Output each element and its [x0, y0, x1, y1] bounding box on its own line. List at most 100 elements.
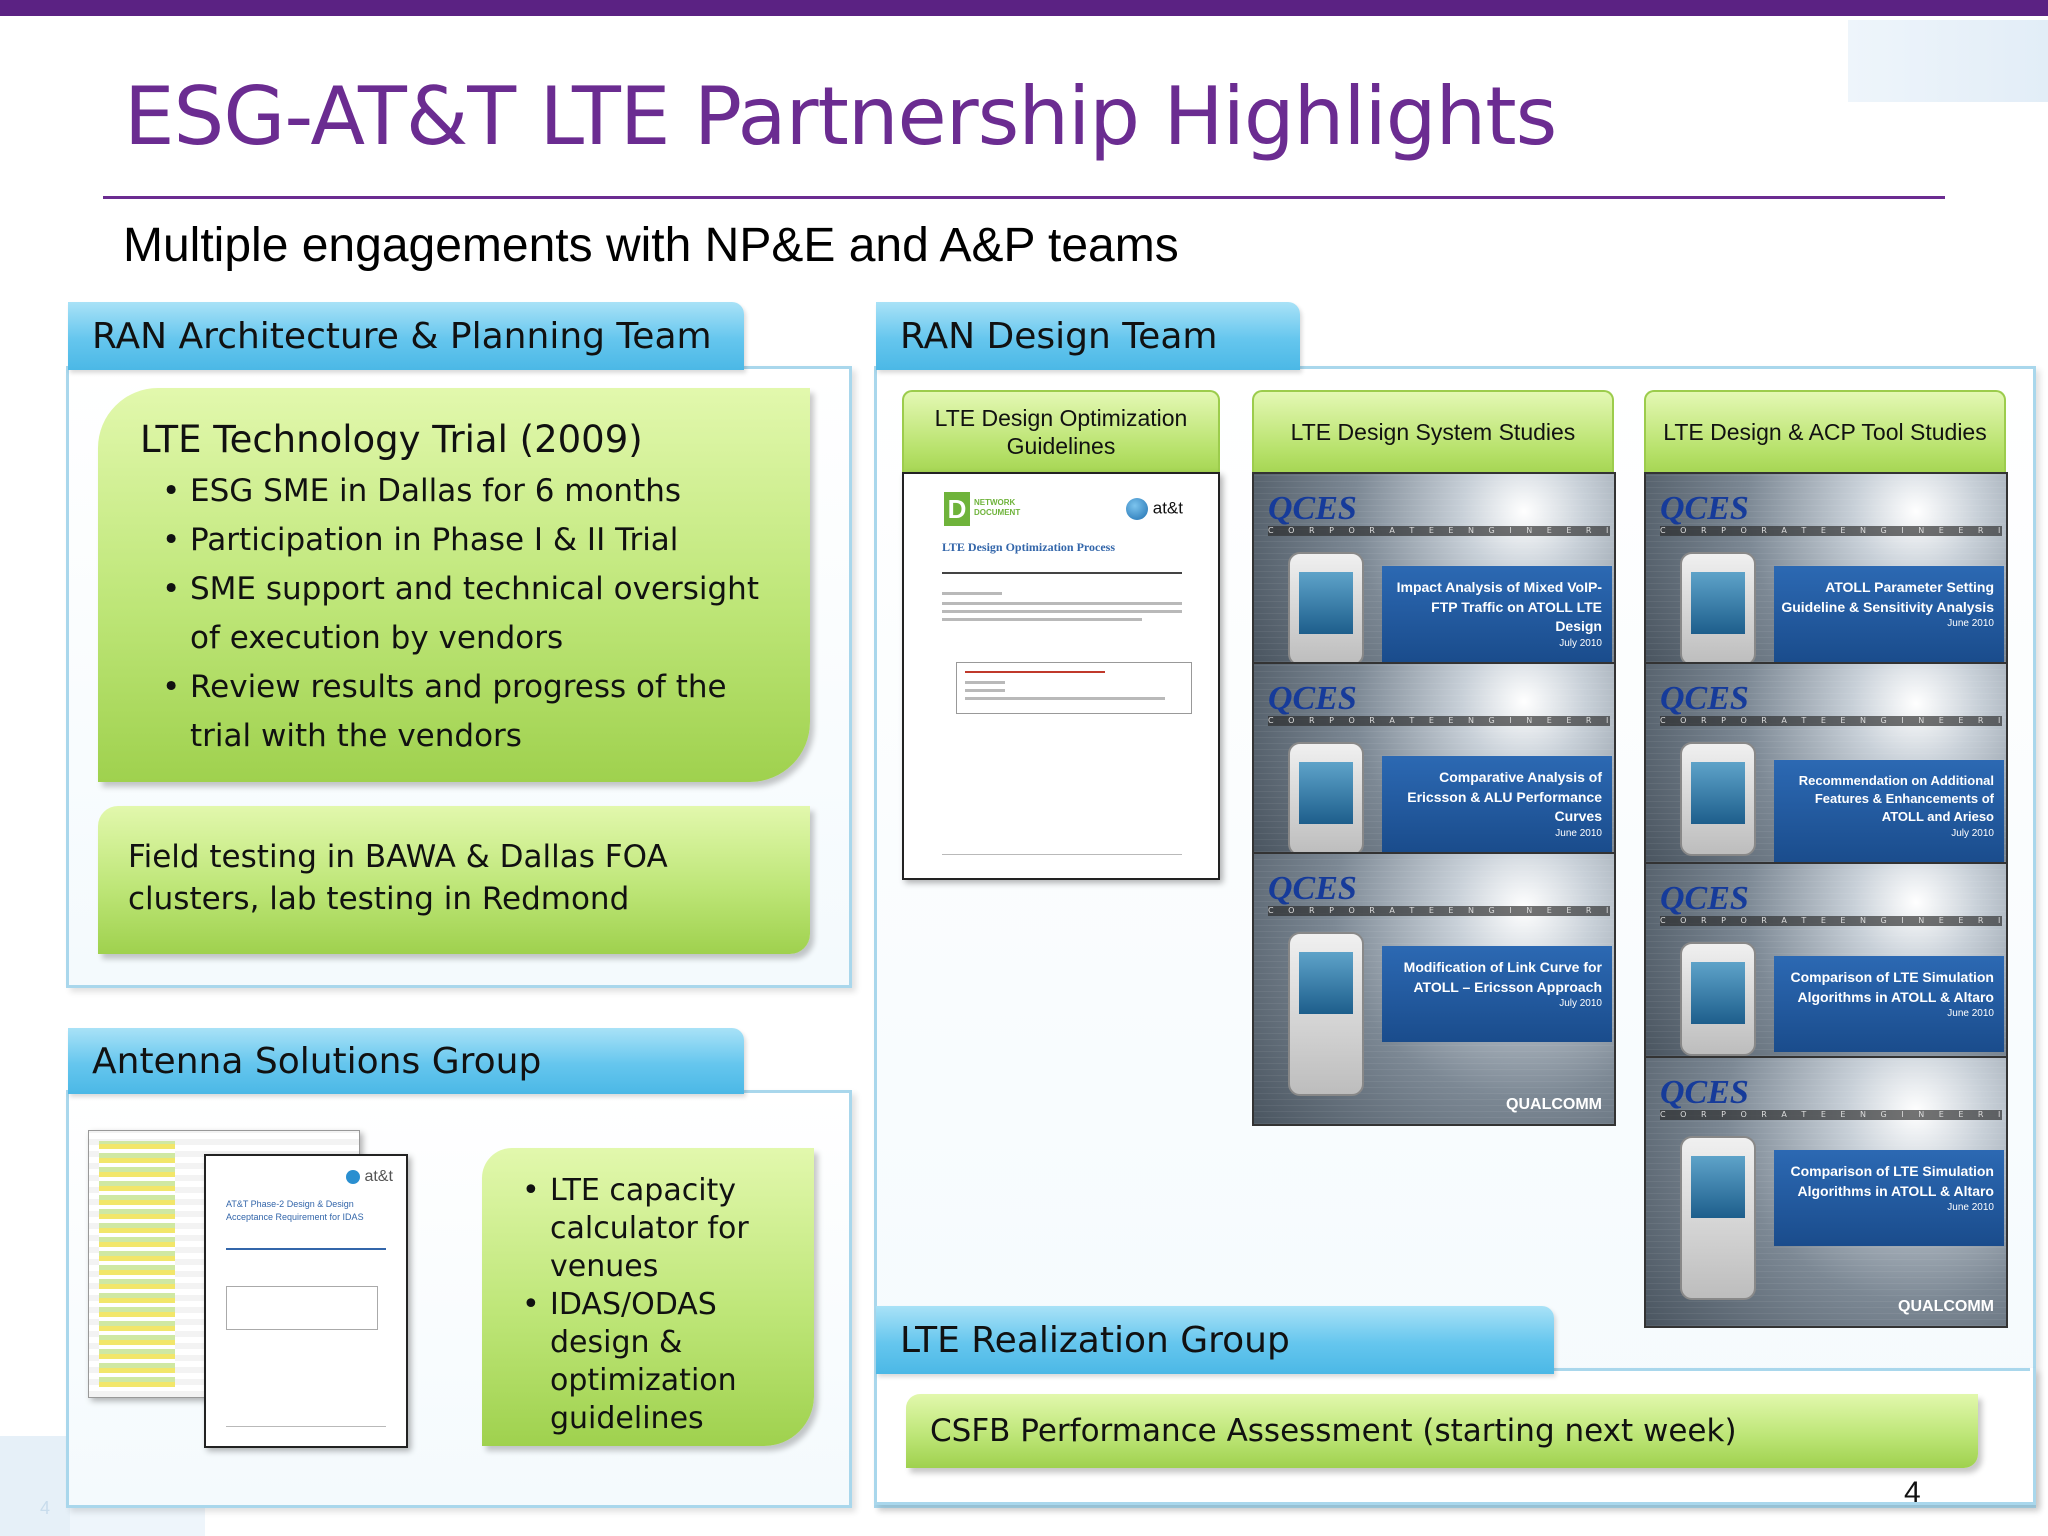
study-card: QCES C O R P O R A T E E N G I N E E R I…	[1252, 852, 1616, 1126]
phone-icon	[1680, 942, 1756, 1056]
qces-corp-banner: C O R P O R A T E E N G I N E E R I N G …	[1660, 1110, 2002, 1120]
corner-decoration-bottom	[0, 1436, 70, 1536]
antenna-bullets: LTE capacity calculator for venues IDAS/…	[510, 1172, 804, 1438]
study-card-band: Impact Analysis of Mixed VoIP-FTP Traffi…	[1382, 566, 1612, 662]
study-card-title: Modification of Link Curve for ATOLL – E…	[1403, 959, 1602, 995]
slide-title: ESG-AT&T LTE Partnership Highlights	[124, 70, 1557, 163]
study-card-title: Comparative Analysis of Ericsson & ALU P…	[1407, 769, 1602, 825]
csfb-box: CSFB Performance Assessment (starting ne…	[906, 1394, 1978, 1468]
idas-doc-title: AT&T Phase-2 Design & Design Acceptance …	[226, 1199, 364, 1222]
study-card-date: July 2010	[1951, 827, 1994, 839]
study-card: QCES C O R P O R A T E E N G I N E E R I…	[1252, 662, 1616, 854]
corner-decoration	[1848, 20, 2048, 102]
top-accent-bar	[0, 0, 2048, 16]
phone-icon	[1680, 1136, 1756, 1300]
realization-tab-label: LTE Realization Group	[900, 1319, 1290, 1361]
doc-text-line	[965, 697, 1165, 700]
ran-design-tab: RAN Design Team	[876, 302, 1300, 370]
phone-icon	[1288, 742, 1364, 852]
study-card: QCES C O R P O R A T E E N G I N E E R I…	[1644, 862, 2008, 1058]
qces-corp-banner: C O R P O R A T E E N G I N E E R I N G …	[1660, 526, 2002, 536]
doc-important-line	[965, 671, 1105, 673]
study-card-band: Modification of Link Curve for ATOLL – E…	[1382, 946, 1612, 1042]
study-card-band: Recommendation on Additional Features & …	[1774, 760, 2004, 862]
study-card-title: Recommendation on Additional Features & …	[1798, 773, 1994, 825]
doc-text-line	[942, 618, 1142, 621]
study-card-title: Comparison of LTE Simulation Algorithms …	[1790, 1163, 1994, 1199]
study-card-date: June 2010	[1947, 1202, 1994, 1214]
qces-logo: QCES	[1268, 870, 1357, 907]
doc-notice-box	[956, 662, 1192, 714]
qces-logo: QCES	[1268, 490, 1357, 527]
ran-architecture-tab-label: RAN Architecture & Planning Team	[92, 315, 712, 357]
doc-text-line	[942, 592, 1002, 595]
title-rule	[103, 196, 1945, 199]
doc-title: LTE Design Optimization Process	[942, 540, 1116, 554]
list-item: ESG SME in Dallas for 6 months	[150, 467, 790, 516]
att-logo: at&t	[346, 1168, 393, 1186]
doc-text-line	[965, 681, 1005, 684]
antenna-tab-label: Antenna Solutions Group	[92, 1040, 542, 1082]
field-testing-text: Field testing in BAWA & Dallas FOA clust…	[128, 839, 668, 917]
study-card: QCES C O R P O R A T E E N G I N E E R I…	[1252, 472, 1616, 664]
qces-logo: QCES	[1268, 680, 1357, 717]
col-header-acp-tool-studies: LTE Design & ACP Tool Studies	[1644, 390, 2006, 474]
study-card-title: Impact Analysis of Mixed VoIP-FTP Traffi…	[1396, 579, 1602, 635]
doc-notice-box	[226, 1286, 378, 1330]
list-item: LTE capacity calculator for venues	[510, 1172, 804, 1286]
csfb-text: CSFB Performance Assessment (starting ne…	[930, 1413, 1737, 1449]
qualcomm-logo: QUALCOMM	[1506, 1096, 1602, 1113]
list-item: IDAS/ODAS design & optimization guidelin…	[510, 1286, 804, 1438]
ran-architecture-tab: RAN Architecture & Planning Team	[68, 302, 744, 370]
phone-icon	[1288, 552, 1364, 662]
qces-corp-banner: C O R P O R A T E E N G I N E E R I N G …	[1268, 526, 1610, 536]
study-card: QCES C O R P O R A T E E N G I N E E R I…	[1644, 472, 2008, 664]
doc-rule	[226, 1248, 386, 1250]
list-item: Review results and progress of the trial…	[150, 663, 790, 761]
slide-subtitle: Multiple engagements with NP&E and A&P t…	[123, 219, 1179, 272]
lte-trial-heading: LTE Technology Trial (2009)	[140, 418, 643, 461]
study-card-title: ATOLL Parameter Setting Guideline & Sens…	[1781, 579, 1994, 615]
study-card-band: Comparison of LTE Simulation Algorithms …	[1774, 1150, 2004, 1246]
network-document-brand: NETWORK DOCUMENT	[974, 498, 1021, 517]
study-card-date: July 2010	[1559, 998, 1602, 1010]
network-document-logo: D	[944, 492, 970, 526]
list-item: SME support and technical oversight of e…	[150, 565, 790, 663]
qualcomm-logo: QUALCOMM	[1898, 1298, 1994, 1315]
col-header-optimization-guidelines: LTE Design Optimization Guidelines	[902, 390, 1220, 474]
qces-logo: QCES	[1660, 490, 1749, 527]
study-card-band: Comparison of LTE Simulation Algorithms …	[1774, 956, 2004, 1052]
study-card-band: ATOLL Parameter Setting Guideline & Sens…	[1774, 566, 2004, 662]
antenna-bullets-box: LTE capacity calculator for venues IDAS/…	[482, 1148, 814, 1446]
study-card: QCES C O R P O R A T E E N G I N E E R I…	[1644, 662, 2008, 864]
footer-number: 4	[40, 1498, 51, 1518]
page-number: 4	[1904, 1476, 1921, 1509]
qces-corp-banner: C O R P O R A T E E N G I N E E R I N G …	[1268, 906, 1610, 916]
realization-tab: LTE Realization Group	[876, 1306, 1554, 1374]
study-card: QCES C O R P O R A T E E N G I N E E R I…	[1644, 1056, 2008, 1328]
study-card-band: Comparative Analysis of Ericsson & ALU P…	[1382, 756, 1612, 852]
doc-text-line	[942, 610, 1182, 613]
study-card-date: July 2010	[1559, 637, 1602, 649]
lte-trial-bullets: ESG SME in Dallas for 6 months Participa…	[150, 467, 790, 761]
col-header-system-studies: LTE Design System Studies	[1252, 390, 1614, 474]
att-logo: at&t	[1126, 498, 1183, 520]
realization-panel-top-edge	[1552, 1368, 2030, 1371]
qces-logo: QCES	[1660, 680, 1749, 717]
phone-icon	[1680, 742, 1756, 856]
spreadsheet-column	[99, 1141, 175, 1387]
study-card-date: June 2010	[1555, 827, 1602, 839]
qces-logo: QCES	[1660, 880, 1749, 917]
optimization-guidelines-document: D NETWORK DOCUMENT at&t LTE Design Optim…	[902, 472, 1220, 880]
doc-footer-rule	[942, 854, 1182, 855]
doc-text-line	[942, 602, 1182, 605]
study-card-title: Comparison of LTE Simulation Algorithms …	[1790, 969, 1994, 1005]
study-card-date: June 2010	[1947, 1008, 1994, 1020]
ran-design-tab-label: RAN Design Team	[900, 315, 1218, 357]
lte-trial-box: LTE Technology Trial (2009) ESG SME in D…	[98, 388, 810, 782]
qces-logo: QCES	[1660, 1074, 1749, 1111]
corner-decoration-bottom-strip	[70, 1506, 205, 1536]
qces-corp-banner: C O R P O R A T E E N G I N E E R I N G …	[1660, 716, 2002, 726]
antenna-tab: Antenna Solutions Group	[68, 1028, 744, 1094]
doc-rule	[942, 572, 1182, 574]
